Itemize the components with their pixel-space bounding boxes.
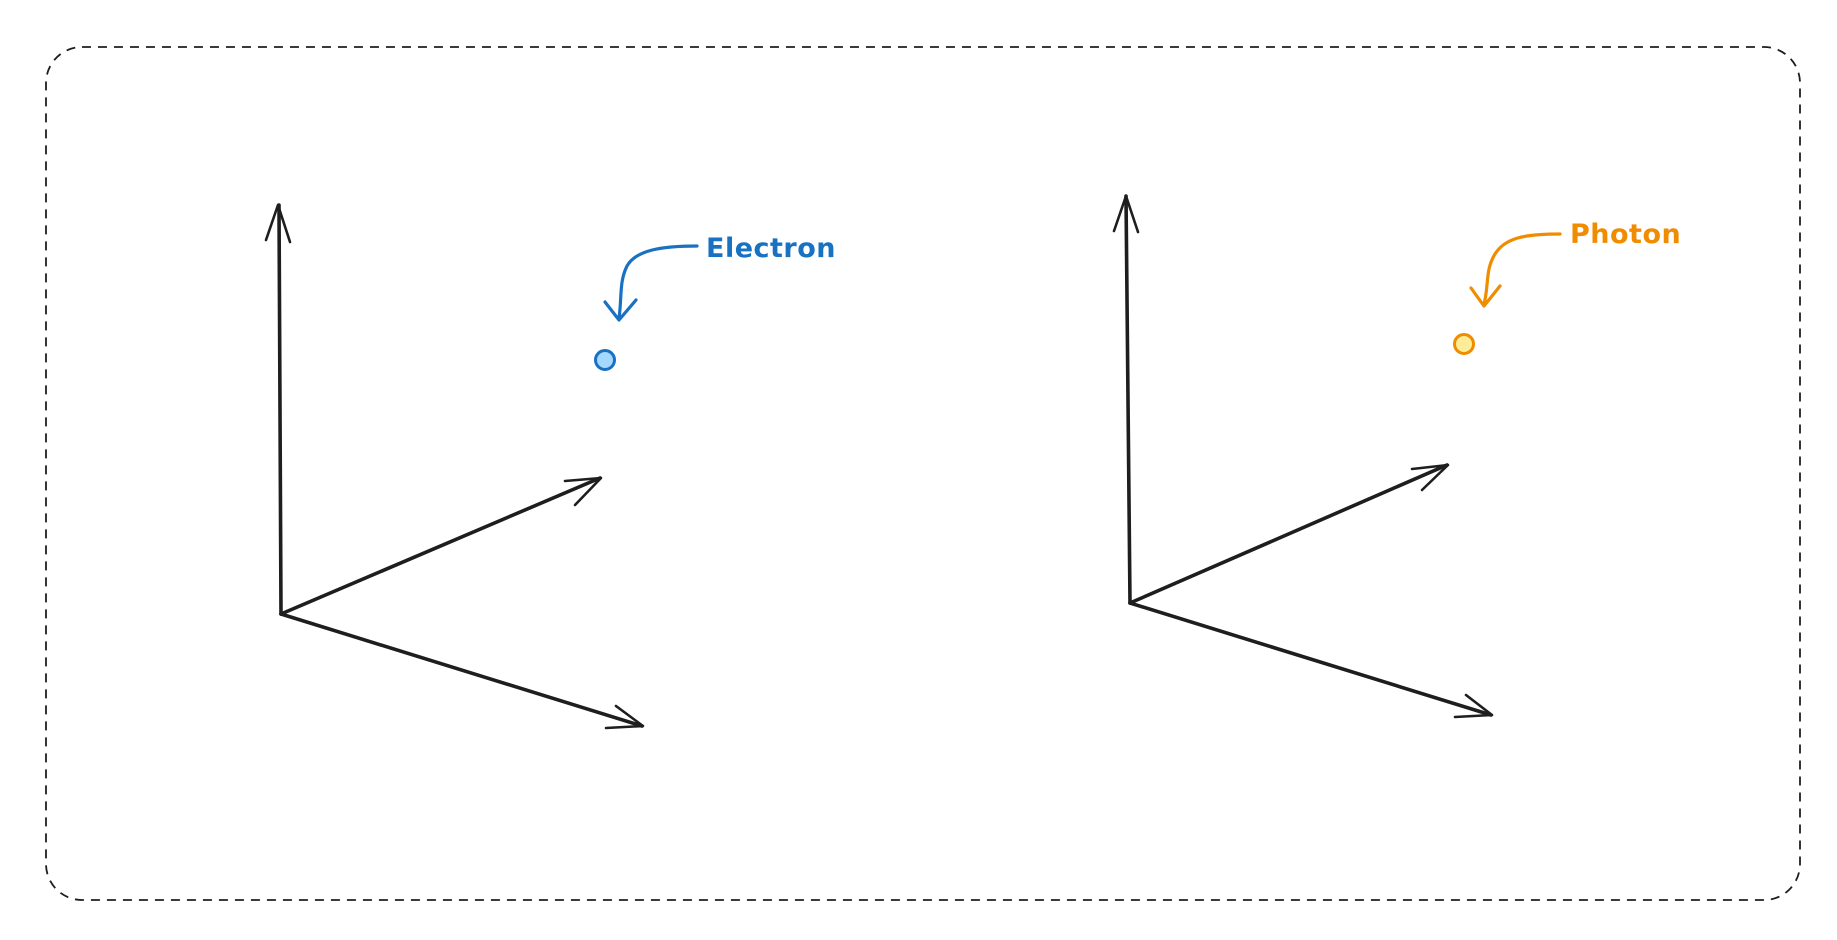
- axis-vertical-photon: [1112, 194, 1140, 605]
- electron-label: Electron: [706, 233, 836, 264]
- axis-vertical-electron: [264, 203, 292, 616]
- photon-dot: [1453, 333, 1475, 355]
- particle-photon: Photon: [1453, 219, 1681, 355]
- dashed-frame: [45, 46, 1801, 901]
- photon-label: Photon: [1570, 219, 1681, 250]
- axis-right-down-photon: [1128, 601, 1494, 719]
- photon-pointer-arrow: [1469, 232, 1562, 308]
- axis-right-up-electron: [279, 476, 603, 616]
- particle-electron: Electron: [594, 233, 836, 371]
- electron-pointer-arrow: [603, 244, 699, 322]
- axis-right-up-photon: [1128, 463, 1450, 605]
- axes-photon: [1112, 194, 1494, 719]
- axes-electron: [264, 203, 645, 730]
- electron-dot: [594, 349, 616, 371]
- axis-right-down-electron: [279, 612, 645, 730]
